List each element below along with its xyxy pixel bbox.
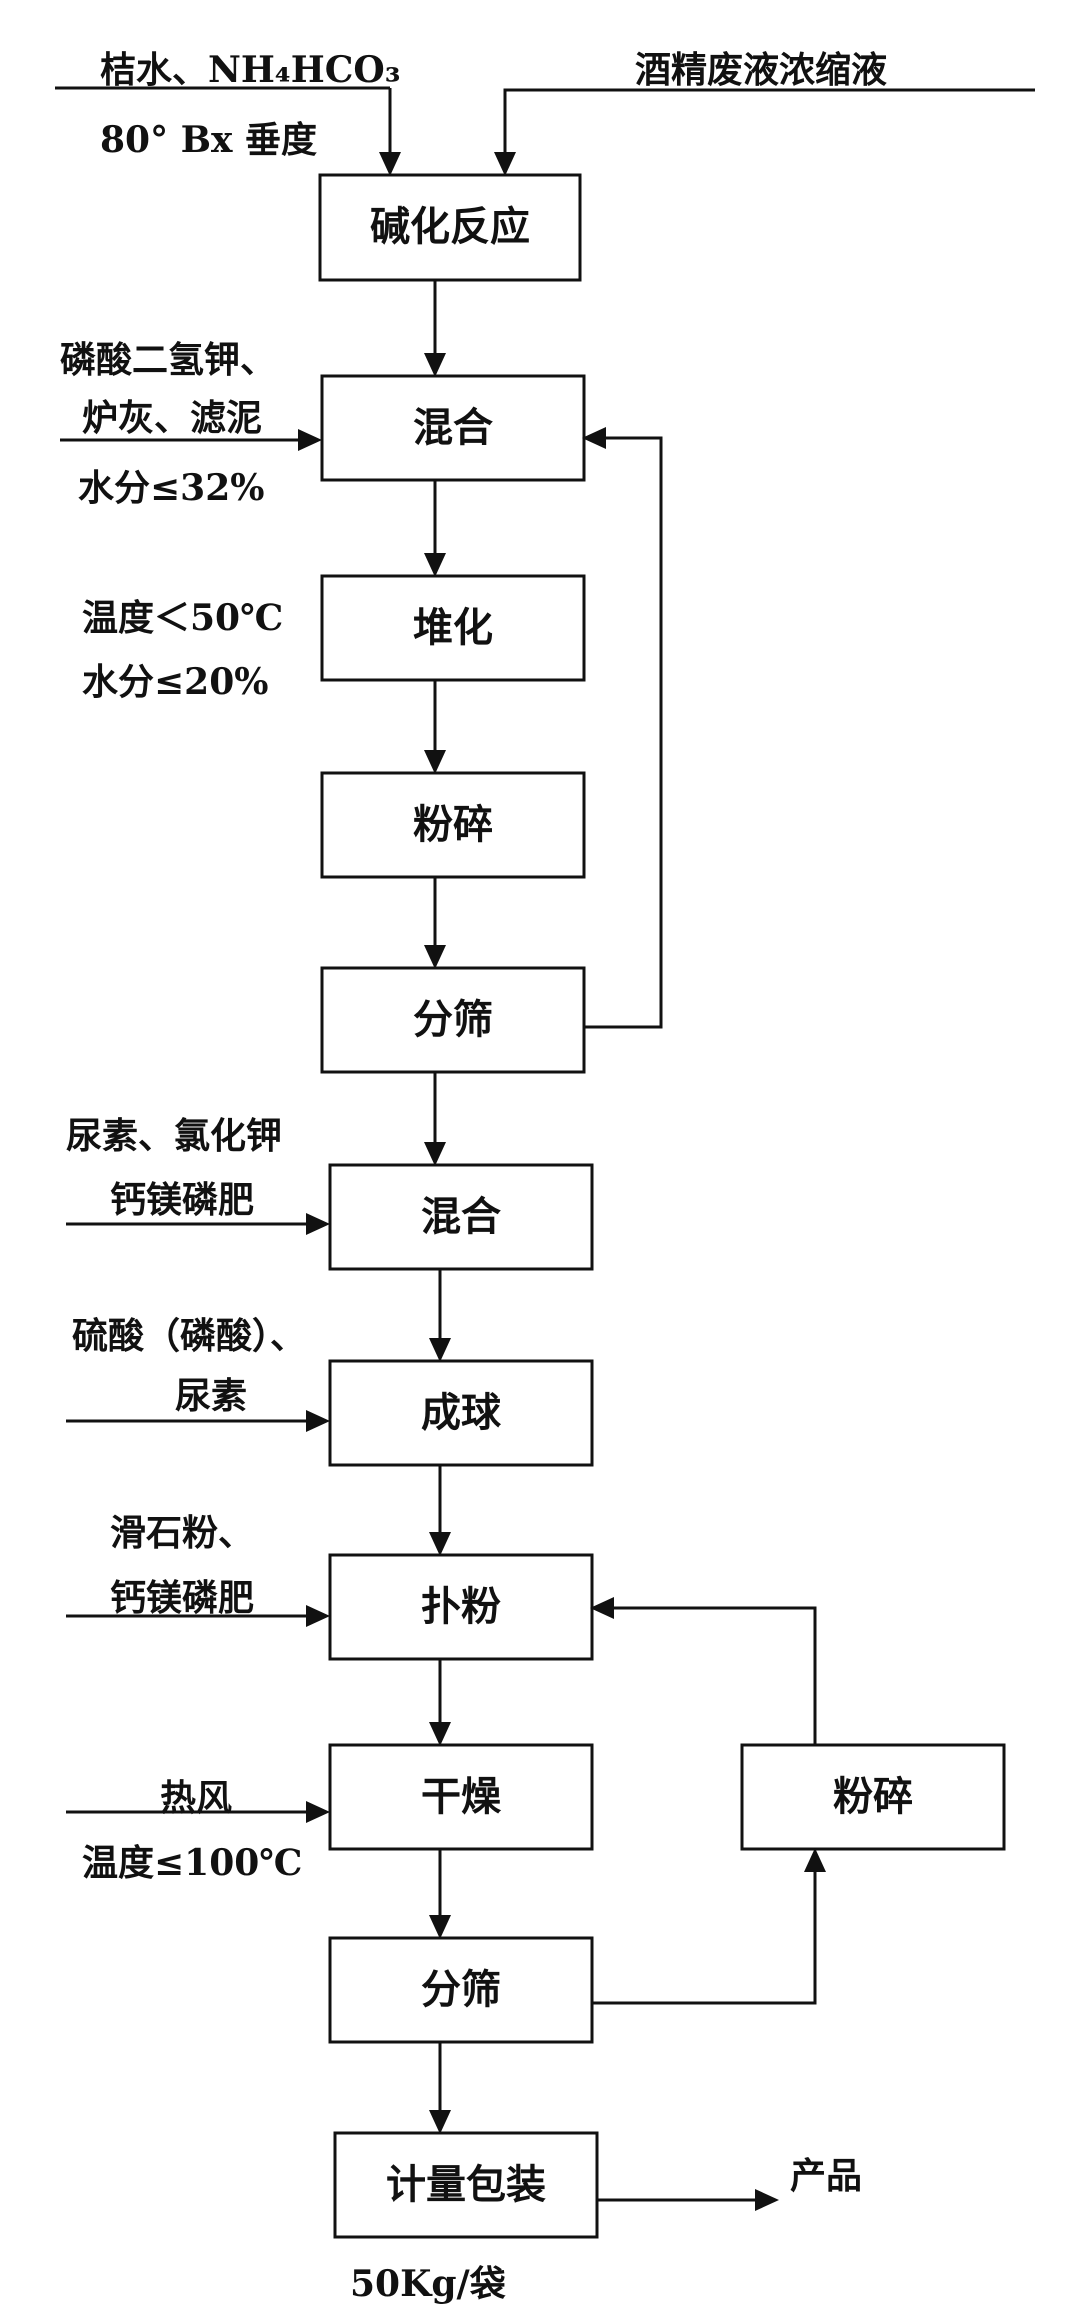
output-label-pack-spec: 50Kg/袋 [350, 2263, 506, 2305]
box-label-pack: 计量包装 [386, 2161, 546, 2208]
output-label-product: 产品 [790, 2155, 862, 2197]
input-label-ball-2: 尿素 [175, 1375, 247, 1417]
box-crush1 [320, 771, 586, 879]
box-mix2 [328, 1163, 594, 1271]
box-label-mix2: 混合 [421, 1193, 501, 1240]
arrow-crush2-to-coat [590, 1597, 817, 1745]
arrow-top-right-to-alkalize [494, 88, 1035, 176]
box-label-mix1: 混合 [413, 404, 493, 451]
input-label-top-left-1: 桔水、NH₄HCO₃ [100, 49, 400, 91]
box-screen2 [328, 1936, 594, 2044]
input-label-ball-1: 硫酸（磷酸）、 [72, 1315, 306, 1357]
box-label-pile: 堆化 [413, 604, 493, 651]
box-label-dry: 干燥 [421, 1773, 502, 1820]
input-label-pile-2: 水分≤20% [82, 661, 268, 703]
box-mix1 [320, 374, 586, 482]
arrow-screen1-return-to-mix1 [582, 427, 663, 1029]
input-label-dry-2: 温度≤100℃ [82, 1842, 302, 1884]
box-label-crush2: 粉碎 [833, 1773, 913, 1820]
box-label-screen1: 分筛 [413, 996, 493, 1043]
box-label-alkalize: 碱化反应 [370, 203, 530, 250]
input-label-mix2-2: 钙镁磷肥 [110, 1179, 254, 1221]
input-label-top-right: 酒精废液浓缩液 [635, 49, 887, 91]
input-label-mix1-1: 磷酸二氢钾、 [60, 339, 276, 381]
input-label-coat-1: 滑石粉、 [110, 1512, 254, 1554]
box-ball [328, 1359, 594, 1467]
box-pile [320, 574, 586, 682]
box-screen1 [320, 966, 586, 1074]
input-label-top-left-2: 80° Bx 垂度 [100, 119, 317, 161]
box-alkalize [318, 173, 582, 282]
box-label-coat: 扑粉 [421, 1583, 501, 1630]
box-label-crush1: 粉碎 [413, 801, 493, 848]
input-label-mix2-1: 尿素、氯化钾 [66, 1115, 282, 1157]
input-label-mix1-2: 炉灰、滤泥 [82, 397, 262, 439]
box-crush2 [740, 1743, 1006, 1851]
box-label-screen2: 分筛 [421, 1966, 501, 2013]
input-label-mix1-3: 水分≤32% [78, 467, 264, 509]
box-pack [333, 2131, 599, 2239]
arrow-screen2-to-crush2 [592, 1848, 826, 2005]
input-label-pile-1: 温度＜50℃ [82, 597, 283, 639]
box-dry [328, 1743, 594, 1851]
box-label-ball: 成球 [421, 1389, 502, 1436]
input-label-coat-2: 钙镁磷肥 [110, 1577, 254, 1619]
